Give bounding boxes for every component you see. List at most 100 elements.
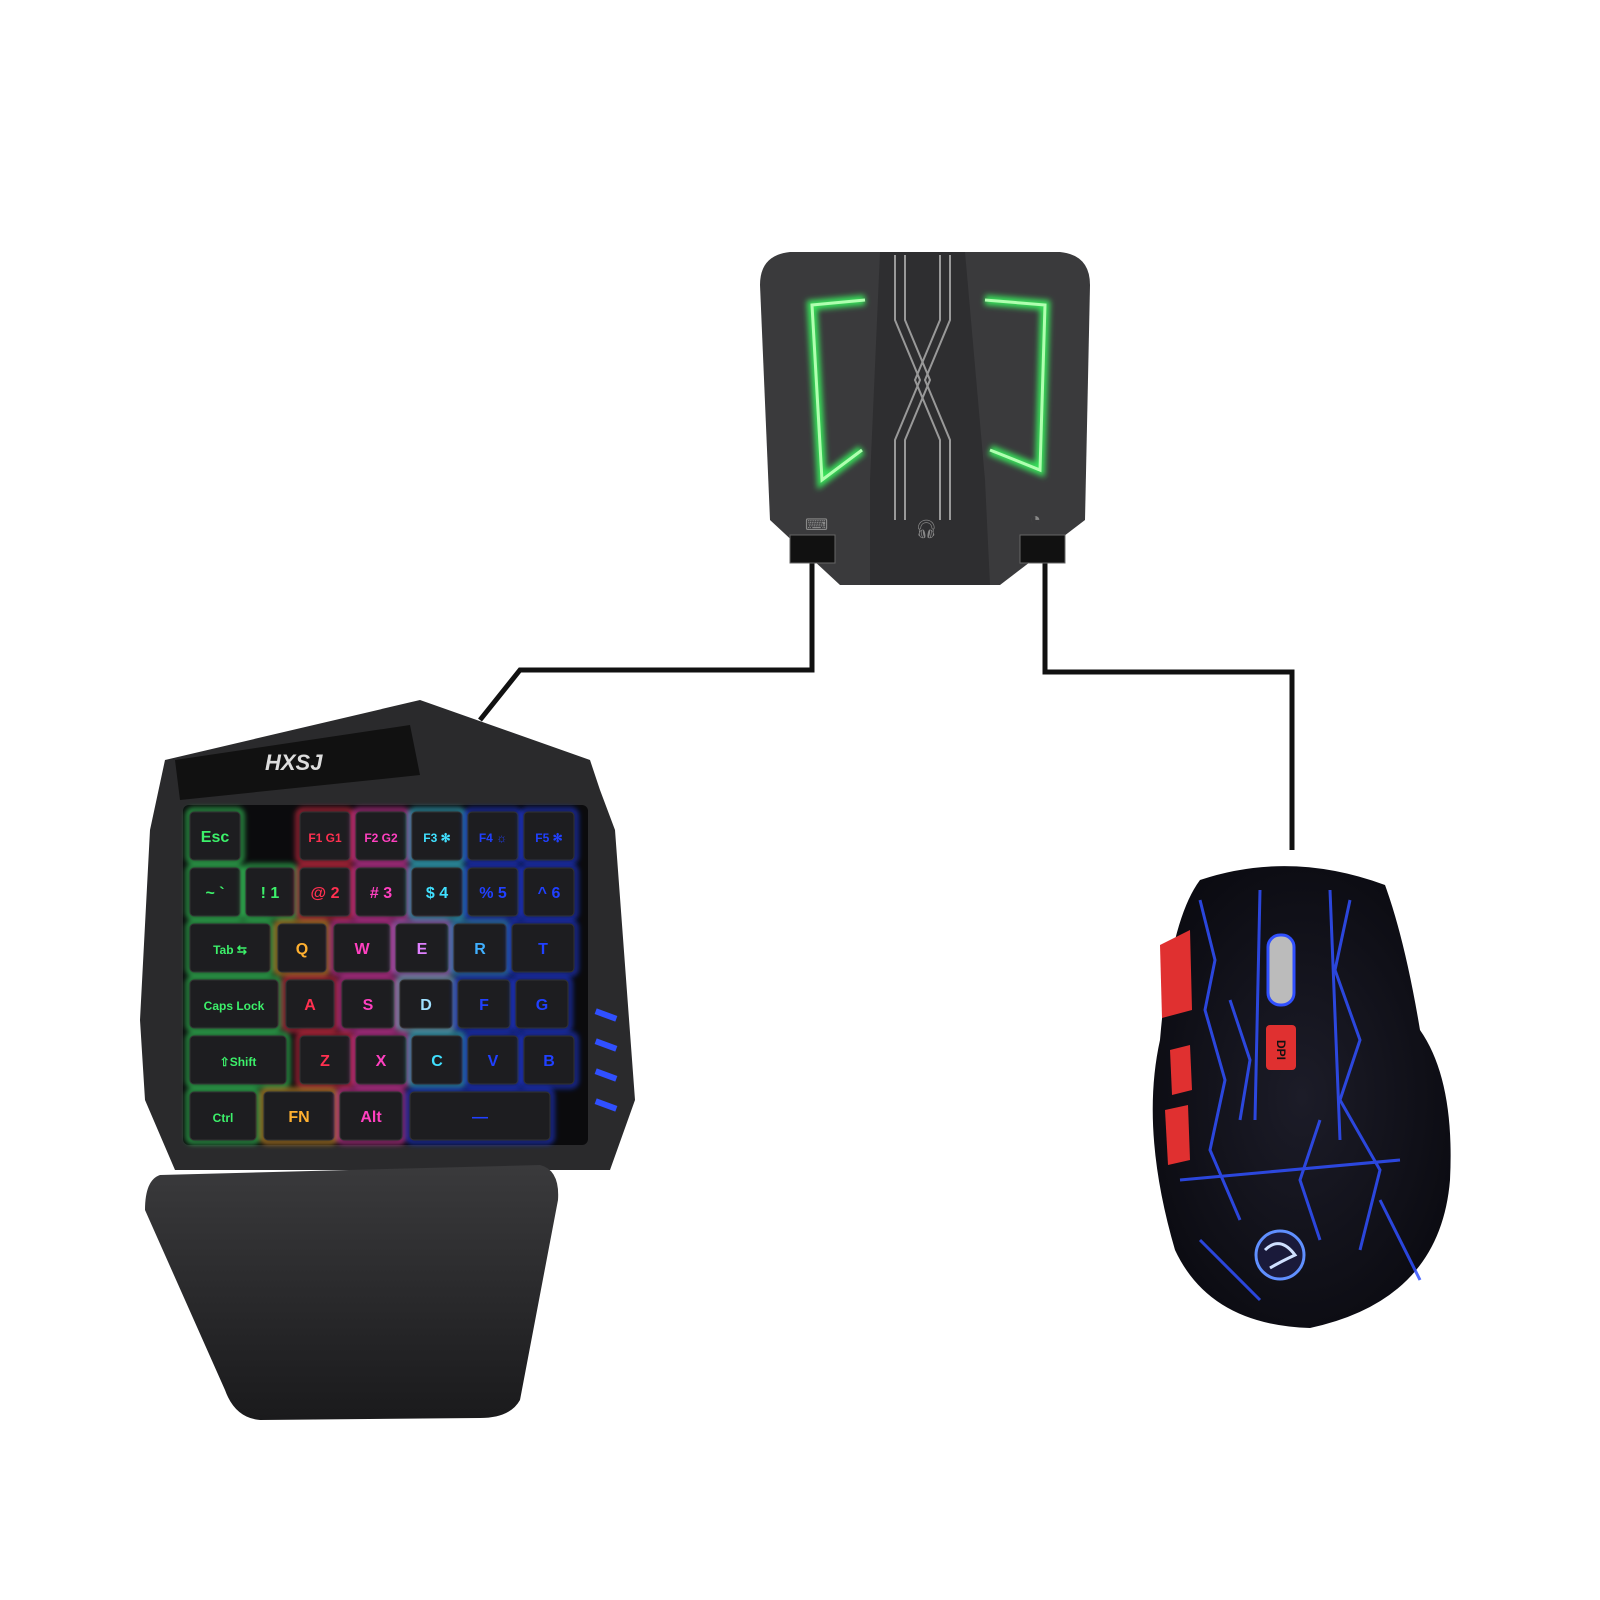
key-backlight xyxy=(408,1032,466,1088)
keycap[interactable] xyxy=(523,867,575,917)
keycap[interactable] xyxy=(333,923,391,973)
key-backlight xyxy=(330,920,394,976)
key-label: X xyxy=(376,1053,387,1070)
key[interactable]: G xyxy=(512,976,572,1032)
key-label: A xyxy=(304,997,316,1014)
keycap[interactable] xyxy=(395,923,449,973)
key-backlight xyxy=(336,1088,406,1144)
key[interactable]: Q xyxy=(274,920,330,976)
dpi-button[interactable] xyxy=(1266,1025,1296,1070)
keycap[interactable] xyxy=(515,979,569,1029)
keycap[interactable] xyxy=(467,811,519,861)
keycap[interactable] xyxy=(355,1035,407,1085)
keycap[interactable] xyxy=(467,867,519,917)
key[interactable]: V xyxy=(464,1032,522,1088)
key-backlight xyxy=(296,864,354,920)
scroll-wheel[interactable] xyxy=(1266,933,1296,1007)
key-backlight xyxy=(242,864,298,920)
side-button-forward[interactable] xyxy=(1160,930,1192,1018)
key[interactable]: F3 ✻ xyxy=(408,808,466,864)
keycap[interactable] xyxy=(399,979,453,1029)
key[interactable]: Alt xyxy=(336,1088,406,1144)
keycap[interactable] xyxy=(411,1035,463,1085)
mouse: DPI xyxy=(1152,866,1451,1328)
key[interactable]: W xyxy=(330,920,394,976)
keycap[interactable] xyxy=(355,867,407,917)
dragon-logo-icon xyxy=(1254,1229,1306,1281)
keycap[interactable] xyxy=(299,1035,351,1085)
keycap[interactable] xyxy=(453,923,507,973)
key-label: $ 4 xyxy=(426,885,448,902)
keycap[interactable] xyxy=(523,811,575,861)
key[interactable]: Z xyxy=(296,1032,354,1088)
key[interactable]: S xyxy=(338,976,398,1032)
key[interactable]: % 5 xyxy=(464,864,522,920)
key[interactable]: — xyxy=(406,1088,554,1144)
key[interactable]: F1 G1 xyxy=(296,808,354,864)
key-backlight xyxy=(338,976,398,1032)
keycap[interactable] xyxy=(299,811,351,861)
key[interactable]: ^ 6 xyxy=(520,864,578,920)
key[interactable]: # 3 xyxy=(352,864,410,920)
keycap[interactable] xyxy=(285,979,335,1029)
key[interactable]: ! 1 xyxy=(242,864,298,920)
keycap[interactable] xyxy=(511,923,575,973)
keycap[interactable] xyxy=(299,867,351,917)
usb-port-keyboard[interactable] xyxy=(789,534,836,564)
key[interactable]: E xyxy=(392,920,452,976)
key[interactable]: @ 2 xyxy=(296,864,354,920)
key-backlight xyxy=(408,808,466,864)
keycap[interactable] xyxy=(277,923,327,973)
key[interactable]: Tab ⇆ xyxy=(186,920,274,976)
key[interactable]: D xyxy=(396,976,456,1032)
key-label: % 5 xyxy=(479,885,507,902)
keycap[interactable] xyxy=(411,811,463,861)
keycap[interactable] xyxy=(189,1091,257,1141)
key[interactable]: B xyxy=(520,1032,578,1088)
keyboard-brand-logo: HXSJ xyxy=(265,750,323,775)
key[interactable]: FN xyxy=(260,1088,338,1144)
keycap[interactable] xyxy=(189,867,241,917)
keycap[interactable] xyxy=(409,1091,551,1141)
keycap[interactable] xyxy=(341,979,395,1029)
key[interactable]: F4 ☼ xyxy=(464,808,522,864)
key[interactable]: Esc xyxy=(186,808,244,864)
wrist-rest xyxy=(145,1165,559,1420)
key-backlight xyxy=(464,808,522,864)
key[interactable]: ~ ` xyxy=(186,864,244,920)
keycap[interactable] xyxy=(457,979,511,1029)
keycap[interactable] xyxy=(189,923,271,973)
key[interactable]: T xyxy=(508,920,578,976)
keycap[interactable] xyxy=(523,1035,575,1085)
key[interactable]: F2 G2 xyxy=(352,808,410,864)
keycap[interactable] xyxy=(355,811,407,861)
key[interactable]: F5 ✻ xyxy=(520,808,578,864)
keycap[interactable] xyxy=(339,1091,403,1141)
side-button-extra[interactable] xyxy=(1165,1105,1190,1165)
keycap[interactable] xyxy=(189,1035,287,1085)
key-backlight xyxy=(508,920,578,976)
keycap[interactable] xyxy=(467,1035,519,1085)
key-label: Alt xyxy=(360,1109,382,1126)
key[interactable]: F xyxy=(454,976,514,1032)
key[interactable]: Caps Lock xyxy=(186,976,282,1032)
keycap[interactable] xyxy=(189,979,279,1029)
key[interactable]: $ 4 xyxy=(408,864,466,920)
key[interactable]: A xyxy=(282,976,338,1032)
keycap[interactable] xyxy=(189,811,241,861)
keycap[interactable] xyxy=(263,1091,335,1141)
key-backlight xyxy=(408,864,466,920)
key-backlight xyxy=(274,920,330,976)
keycap[interactable] xyxy=(411,867,463,917)
key[interactable]: C xyxy=(408,1032,466,1088)
side-button-back[interactable] xyxy=(1170,1045,1192,1095)
key-backlight xyxy=(282,976,338,1032)
keycap[interactable] xyxy=(245,867,295,917)
usb-port-mouse[interactable] xyxy=(1019,534,1066,564)
key[interactable]: R xyxy=(450,920,510,976)
key[interactable]: X xyxy=(352,1032,410,1088)
key[interactable]: ⇧Shift xyxy=(186,1032,290,1088)
key[interactable]: Ctrl xyxy=(186,1088,260,1144)
key-backlight xyxy=(260,1088,338,1144)
